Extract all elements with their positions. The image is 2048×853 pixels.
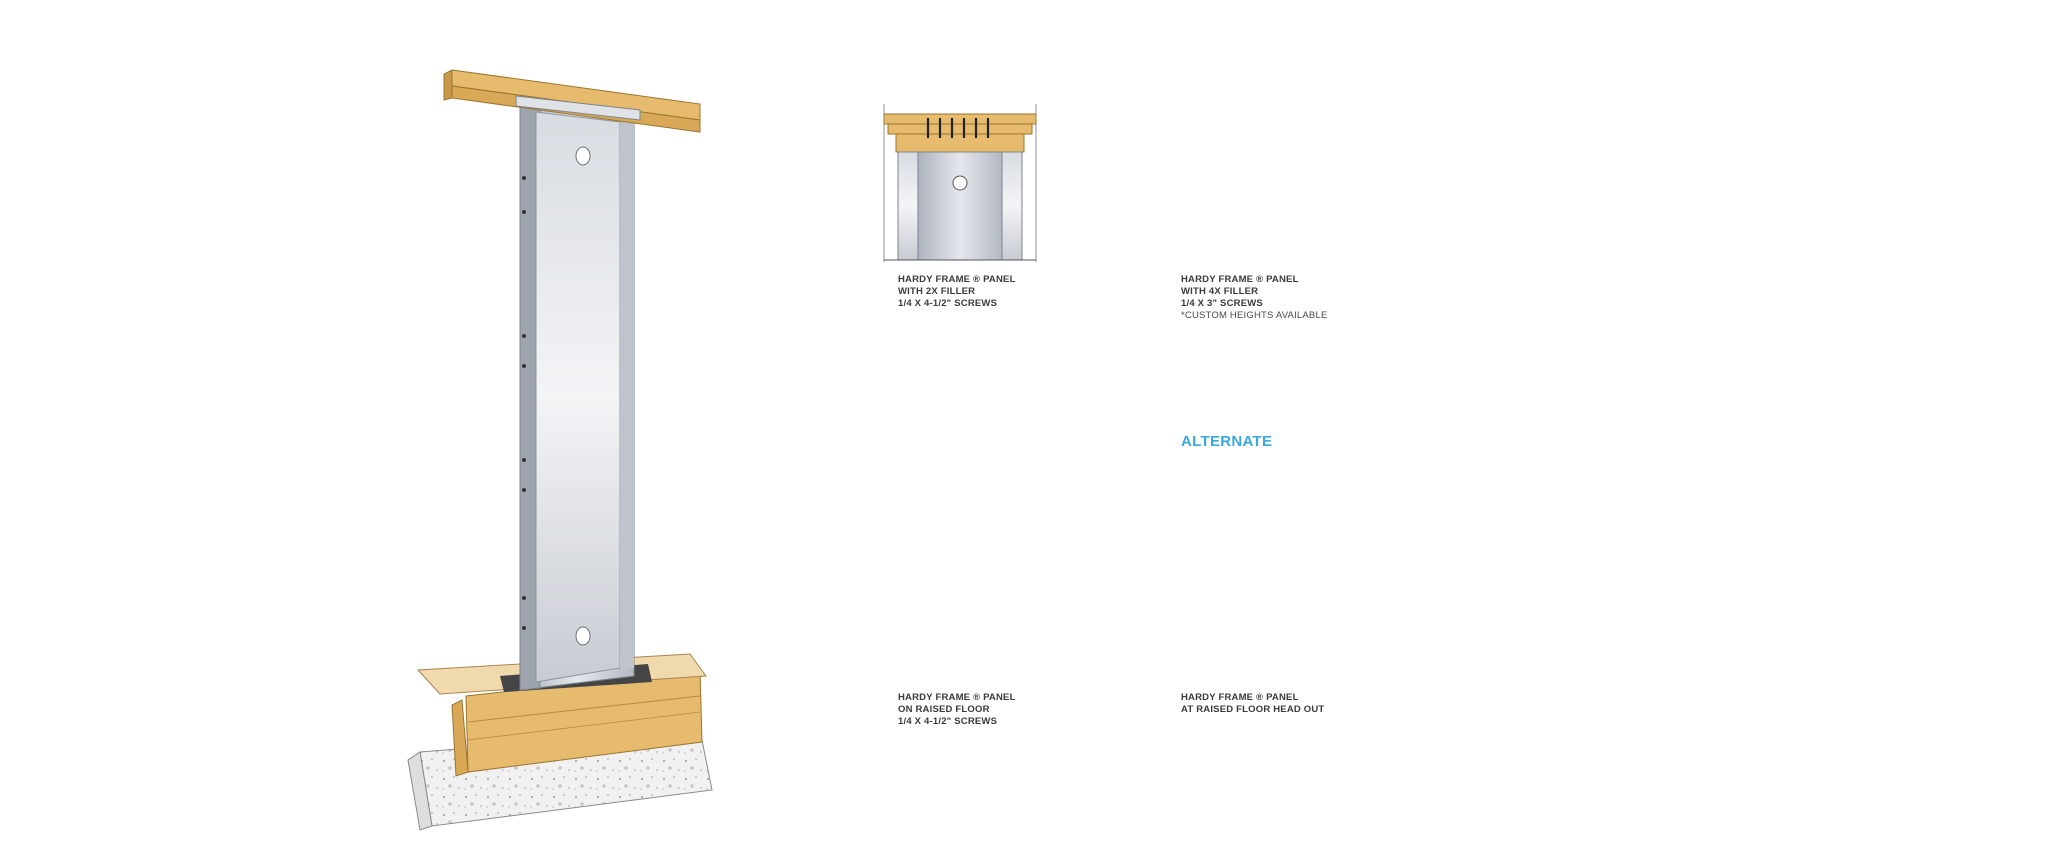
caption-line: 1/4 X 3" SCREWS bbox=[1181, 298, 1263, 309]
caption-line: HARDY FRAME ® PANEL bbox=[898, 692, 1016, 703]
caption-note: *CUSTOM HEIGHTS AVAILABLE bbox=[1181, 310, 1328, 321]
caption-raised-floor-head-out: HARDY FRAME ® PANEL AT RAISED FLOOR HEAD… bbox=[1181, 692, 1324, 716]
caption-line: 1/4 X 4-1/2" SCREWS bbox=[898, 716, 998, 727]
caption-line: WITH 2X FILLER bbox=[898, 286, 976, 297]
alternate-label: ALTERNATE bbox=[1181, 433, 1273, 450]
caption-line: AT RAISED FLOOR HEAD OUT bbox=[1181, 704, 1325, 715]
caption-line: HARDY FRAME ® PANEL bbox=[898, 274, 1016, 285]
caption-line: HARDY FRAME ® PANEL bbox=[1181, 274, 1299, 285]
caption-line: ON RAISED FLOOR bbox=[898, 704, 990, 715]
panel-3d-view bbox=[407, 69, 713, 831]
caption-line: HARDY FRAME ® PANEL bbox=[1181, 692, 1299, 703]
caption-line: 1/4 X 4-1/2" SCREWS bbox=[898, 298, 998, 309]
caption-raised-floor: HARDY FRAME ® PANEL ON RAISED FLOOR 1/4 … bbox=[898, 692, 1016, 728]
caption-line: WITH 4X FILLER bbox=[1181, 286, 1259, 297]
screws bbox=[926, 118, 990, 138]
caption-4x-filler: HARDY FRAME ® PANEL WITH 4X FILLER 1/4 X… bbox=[1181, 274, 1327, 322]
caption-2x-filler: HARDY FRAME ® PANEL WITH 2X FILLER 1/4 X… bbox=[898, 274, 1016, 310]
detail-2x-filler bbox=[883, 104, 1037, 262]
